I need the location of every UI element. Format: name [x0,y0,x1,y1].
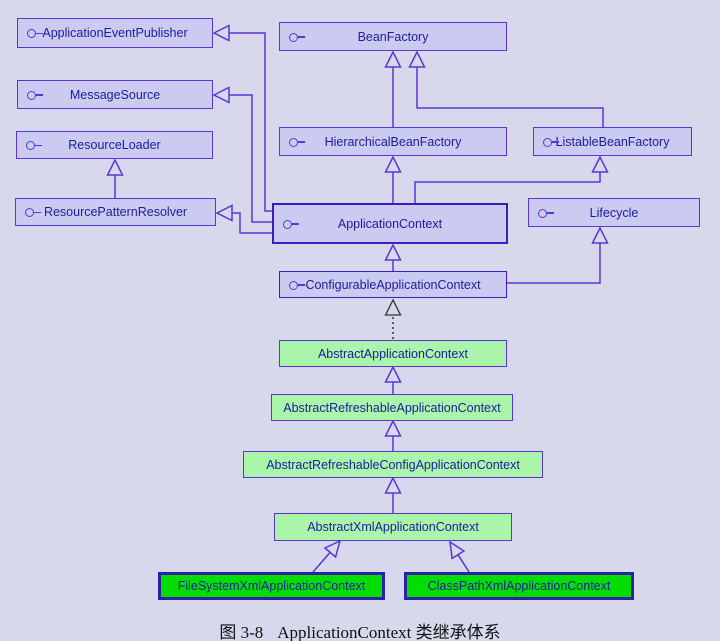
inheritance-arrow-refreshableconfig-to-refreshable [384,419,402,451]
class-box-hierarchical-bean-factory: HierarchicalBeanFactory [279,127,507,156]
class-label: MessageSource [69,87,161,102]
class-label: HierarchicalBeanFactory [324,134,462,149]
class-label: AbstractXmlApplicationContext [307,520,479,534]
lollipop-icon [25,208,41,217]
inheritance-arrow-filesystemxml-to-abstractxml [312,539,342,573]
figure-caption: 图 3-8 ApplicationContext 类继承体系 [0,618,720,641]
class-label: ConfigurableApplicationContext [305,277,481,292]
lollipop-icon [27,29,43,38]
lollipop-icon [538,208,554,218]
class-box-abstract-xml-application-context: AbstractXmlApplicationContext [274,513,512,541]
class-box-message-source: MessageSource [17,80,213,109]
inheritance-arrow-listable-to-beanfactory [408,50,604,127]
inheritance-arrow-appcontext-to-patternresolver [215,204,272,234]
class-box-resource-loader: ResourceLoader [16,131,213,159]
inheritance-arrow-abstractxml-to-refreshableconfig [384,476,402,513]
figure-title: ApplicationContext 类继承体系 [277,623,501,641]
figure-number: 图 3-8 [219,623,264,641]
lollipop-icon [289,137,305,147]
class-label: ListableBeanFactory [555,134,670,149]
class-box-application-context: ApplicationContext [272,203,508,244]
class-label: ResourcePatternResolver [43,205,188,219]
inheritance-arrow-appcontext-to-messagesource [212,86,272,223]
class-box-abstract-application-context: AbstractApplicationContext [279,340,507,367]
inheritance-arrow-refreshable-to-abstract [384,365,402,394]
class-box-file-system-xml-application-context: FileSystemXmlApplicationContext [158,572,385,600]
class-box-listable-bean-factory: ListableBeanFactory [533,127,692,156]
class-label: ApplicationEventPublisher [42,26,188,40]
class-label: BeanFactory [357,29,429,44]
inheritance-arrow-configurable-to-lifecycle [505,226,609,284]
class-label: ApplicationContext [337,216,443,231]
inheritance-arrow-configurable-to-appcontext [384,243,402,271]
realization-arrow-abstract-to-configurable [384,298,402,339]
class-box-class-path-xml-application-context: ClassPathXmlApplicationContext [404,572,634,600]
class-box-bean-factory: BeanFactory [279,22,507,51]
lollipop-icon [289,32,305,42]
class-label: AbstractApplicationContext [317,346,469,361]
class-label: FileSystemXmlApplicationContext [177,579,366,593]
inheritance-arrow-appcontext-to-eventpublisher [212,24,272,212]
inheritance-arrow-hierarchical-to-beanfactory [384,50,402,127]
lollipop-icon [26,141,42,150]
inheritance-arrow-appcontext-to-hierarchical [384,155,402,203]
class-box-configurable-application-context: ConfigurableApplicationContext [279,271,507,298]
lollipop-icon [543,137,559,147]
lollipop-icon [289,280,305,290]
lollipop-icon [27,90,43,100]
class-box-abstract-refreshable-config-application-context: AbstractRefreshableConfigApplicationCont… [243,451,543,478]
lollipop-icon [283,219,299,229]
class-label: Lifecycle [589,205,639,220]
inheritance-arrow-appcontext-to-listable [414,155,609,203]
inheritance-arrow-classpathxml-to-abstractxml [449,540,470,573]
class-label: AbstractRefreshableConfigApplicationCont… [266,457,520,472]
class-label: ClassPathXmlApplicationContext [427,579,611,593]
class-label: ResourceLoader [68,138,161,152]
inheritance-arrow-patternresolver-to-resourceloader [106,158,124,198]
class-box-lifecycle: Lifecycle [528,198,700,227]
class-box-abstract-refreshable-application-context: AbstractRefreshableApplicationContext [271,394,513,421]
class-label: AbstractRefreshableApplicationContext [283,400,501,415]
class-box-application-event-publisher: ApplicationEventPublisher [17,18,213,48]
class-box-resource-pattern-resolver: ResourcePatternResolver [15,198,216,226]
